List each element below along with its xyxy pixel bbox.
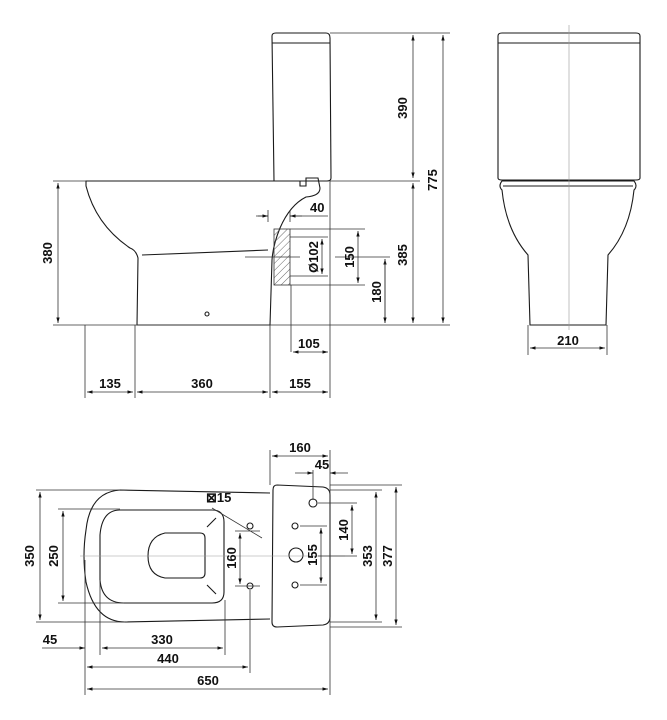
dim-45-front: 45 [43,632,57,647]
fixing-point [204,311,210,317]
dim-377: 377 [380,545,395,567]
dim-180: 180 [369,281,384,303]
front-view: 210 [497,25,641,355]
bowl-front [499,180,637,326]
dim-40: 40 [310,200,324,215]
cistern-top [271,484,331,628]
dim-160-fixing: 160 [224,547,239,569]
dim-775: 775 [425,169,440,191]
dim-380: 380 [40,242,55,264]
dim-140: 140 [336,519,351,541]
top-view: 160 45 ⊠15 350 250 160 155 140 353 377 4… [22,440,402,695]
tank-hole [308,498,318,508]
tank-bolt-hole [291,522,299,530]
dim-650: 650 [197,673,219,688]
outlet-hole [288,547,304,563]
dim-135: 135 [99,376,121,391]
dim-150: 150 [342,246,357,268]
dim-385: 385 [395,244,410,266]
bowl-top [83,489,271,623]
side-view: 380 390 775 385 40 Ø102 150 180 105 135 … [40,32,450,398]
dim-353: 353 [360,545,375,567]
dim-45-hole: 45 [315,457,329,472]
dim-390: 390 [395,97,410,119]
dim-360: 360 [191,376,213,391]
fixing-hole [246,522,254,530]
dim-250: 250 [46,545,61,567]
dim-155: 155 [289,376,311,391]
dim-155-top: 155 [305,544,320,566]
dim-350: 350 [22,545,37,567]
seat-top [99,509,225,604]
seat-opening [147,517,217,595]
tank-bolt-hole [291,581,299,589]
dim-210: 210 [557,333,579,348]
dim-d102: Ø102 [306,241,321,273]
dim-105: 105 [298,336,320,351]
dim-160-tank: 160 [289,440,311,455]
dim-330: 330 [151,632,173,647]
cistern-side [271,32,332,182]
fixing-hole-label: ⊠15 [206,490,231,505]
dim-440: 440 [157,651,179,666]
